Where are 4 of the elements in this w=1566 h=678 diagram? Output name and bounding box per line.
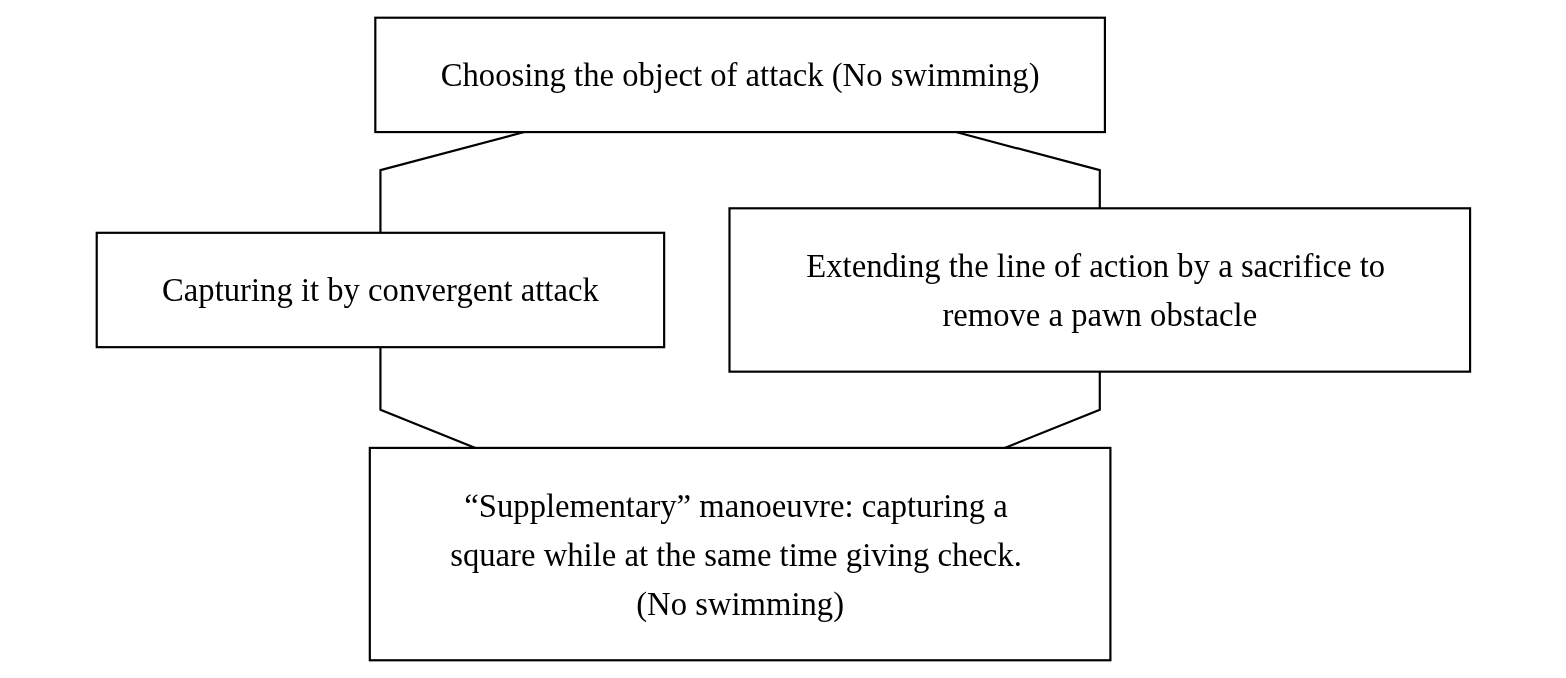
- node-box: Choosing the object of attack (No swimming): [373, 16, 1106, 134]
- node-box: Capturing it by convergent attack: [95, 231, 665, 349]
- node-box: Extending the line of action by a sacrifice to remove a pawn obstacle: [728, 207, 1471, 373]
- node-box: “Supplementary” manoeuvre: capturing a square while at the same time giving check. (No swimming): [368, 446, 1112, 662]
